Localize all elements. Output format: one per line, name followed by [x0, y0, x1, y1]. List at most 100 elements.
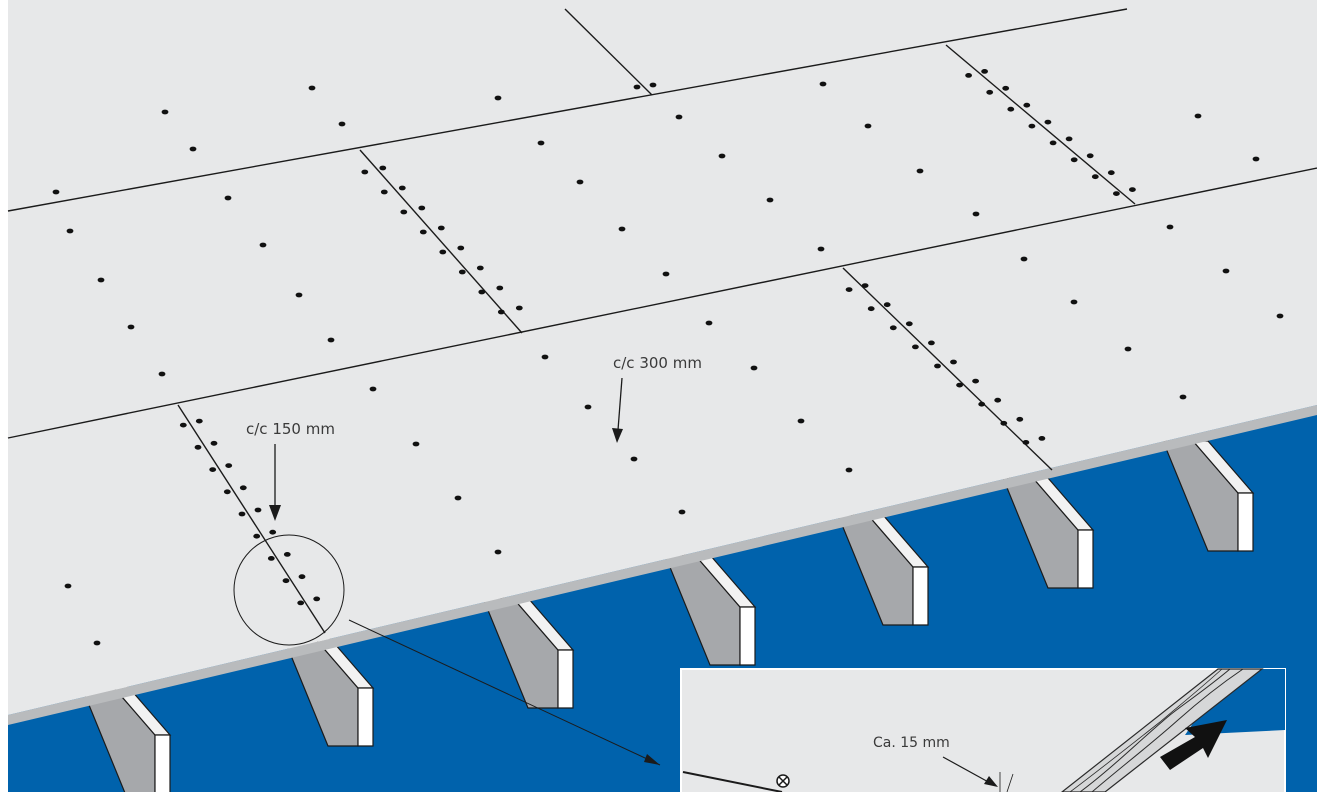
screw-dot — [494, 95, 502, 101]
screw-dot — [981, 69, 988, 74]
screw-dot — [327, 337, 335, 343]
screw-dot — [1049, 140, 1057, 146]
screw-dot — [224, 195, 232, 201]
screw-dot — [369, 386, 377, 392]
screw-dot — [476, 265, 484, 271]
joist-end — [1077, 529, 1094, 589]
screw-dot — [766, 197, 774, 203]
magnifier-leader-line — [348, 619, 661, 766]
screw-dot — [253, 533, 261, 539]
screw-dot — [649, 82, 657, 88]
screw-dot — [269, 529, 277, 535]
screw-dot — [978, 401, 986, 407]
screw-dot — [576, 179, 584, 185]
screw-dot — [1091, 174, 1099, 180]
screw-dot — [295, 292, 303, 298]
joist-3 — [482, 597, 575, 709]
screw-dot — [267, 556, 275, 561]
screw-dot — [950, 359, 957, 365]
joist-6 — [1002, 477, 1095, 589]
screw-dot — [308, 85, 316, 91]
screw-dot — [912, 344, 919, 350]
screw-dot — [1276, 313, 1284, 319]
joist-end — [357, 687, 374, 747]
screw-dot — [454, 495, 462, 501]
screw-dot — [1113, 191, 1120, 197]
joist-end — [1237, 492, 1254, 552]
screw-dot — [457, 245, 465, 251]
inset-screw-cross-b — [778, 776, 788, 786]
screw-dot — [439, 249, 447, 255]
screw-dot — [1124, 346, 1132, 352]
inset-timber-edge — [1061, 668, 1264, 792]
screw-dot — [1016, 416, 1024, 422]
screw-dot — [195, 418, 203, 424]
screw-dot — [64, 583, 72, 589]
screw-dot — [633, 84, 641, 90]
arrow-spacing-field-head — [612, 428, 623, 443]
screw-dot — [297, 600, 305, 606]
screw-dot — [956, 382, 963, 388]
screw-dot — [1038, 436, 1046, 441]
screw-dot — [209, 467, 217, 472]
screw-dot — [883, 302, 891, 308]
screw-dot — [1166, 224, 1174, 230]
screw-dot — [1222, 268, 1230, 274]
joist-end — [154, 734, 171, 792]
screw-dot — [819, 81, 827, 87]
screw-dot — [867, 306, 875, 312]
screw-dot — [282, 578, 290, 584]
screw-dot — [965, 73, 972, 78]
screw-dot — [298, 574, 306, 580]
screw-dot — [678, 509, 686, 515]
joist-end — [557, 649, 574, 709]
screw-dot — [179, 422, 187, 428]
screw-dot — [194, 444, 202, 450]
screw-dot — [1252, 156, 1260, 162]
screw-dot — [158, 371, 166, 377]
screw-dot — [1194, 113, 1202, 119]
joist-end — [739, 606, 756, 666]
screw-dot — [239, 485, 247, 491]
screw-dot — [1028, 123, 1036, 129]
screw-dot — [478, 289, 486, 295]
screw-dot — [338, 121, 346, 127]
screw-dot — [845, 467, 853, 473]
screw-dot — [361, 169, 369, 175]
screw-dot — [254, 507, 262, 513]
panel-joint-line-5 — [945, 44, 1136, 205]
screw-dot — [400, 209, 408, 215]
screw-dot — [1044, 119, 1052, 125]
screw-dot — [972, 211, 980, 217]
inset-push-arrow — [1160, 720, 1227, 770]
board-front-edge — [8, 405, 1317, 725]
screw-dot — [127, 324, 135, 330]
screw-dot — [66, 228, 74, 234]
screw-dot — [662, 271, 670, 277]
screw-dot — [1007, 106, 1015, 112]
screw-dot — [986, 89, 994, 95]
screw-dot — [1070, 157, 1078, 163]
screw-dot — [1070, 299, 1078, 305]
screw-dot — [905, 321, 913, 327]
screws-group — [52, 69, 1284, 646]
screw-dot — [675, 114, 683, 120]
joist-7 — [1162, 440, 1255, 552]
screw-dot — [494, 549, 502, 555]
screw-dot — [419, 229, 427, 235]
label-edge-distance: Ca. 15 mm — [873, 735, 950, 751]
screw-dot — [1107, 170, 1115, 176]
screw-dot — [497, 309, 505, 315]
screw-dot — [972, 378, 979, 384]
screw-dot — [584, 404, 592, 410]
screw-dot — [283, 552, 291, 557]
panel-joint-line-4 — [359, 149, 523, 334]
screw-dot — [380, 189, 388, 195]
board-surface — [8, 0, 1317, 715]
inset-blue-area — [1185, 669, 1285, 735]
arrow-spacing-field-shaft — [617, 377, 623, 431]
inset-joint-line — [682, 771, 783, 792]
screw-dot — [223, 489, 231, 495]
